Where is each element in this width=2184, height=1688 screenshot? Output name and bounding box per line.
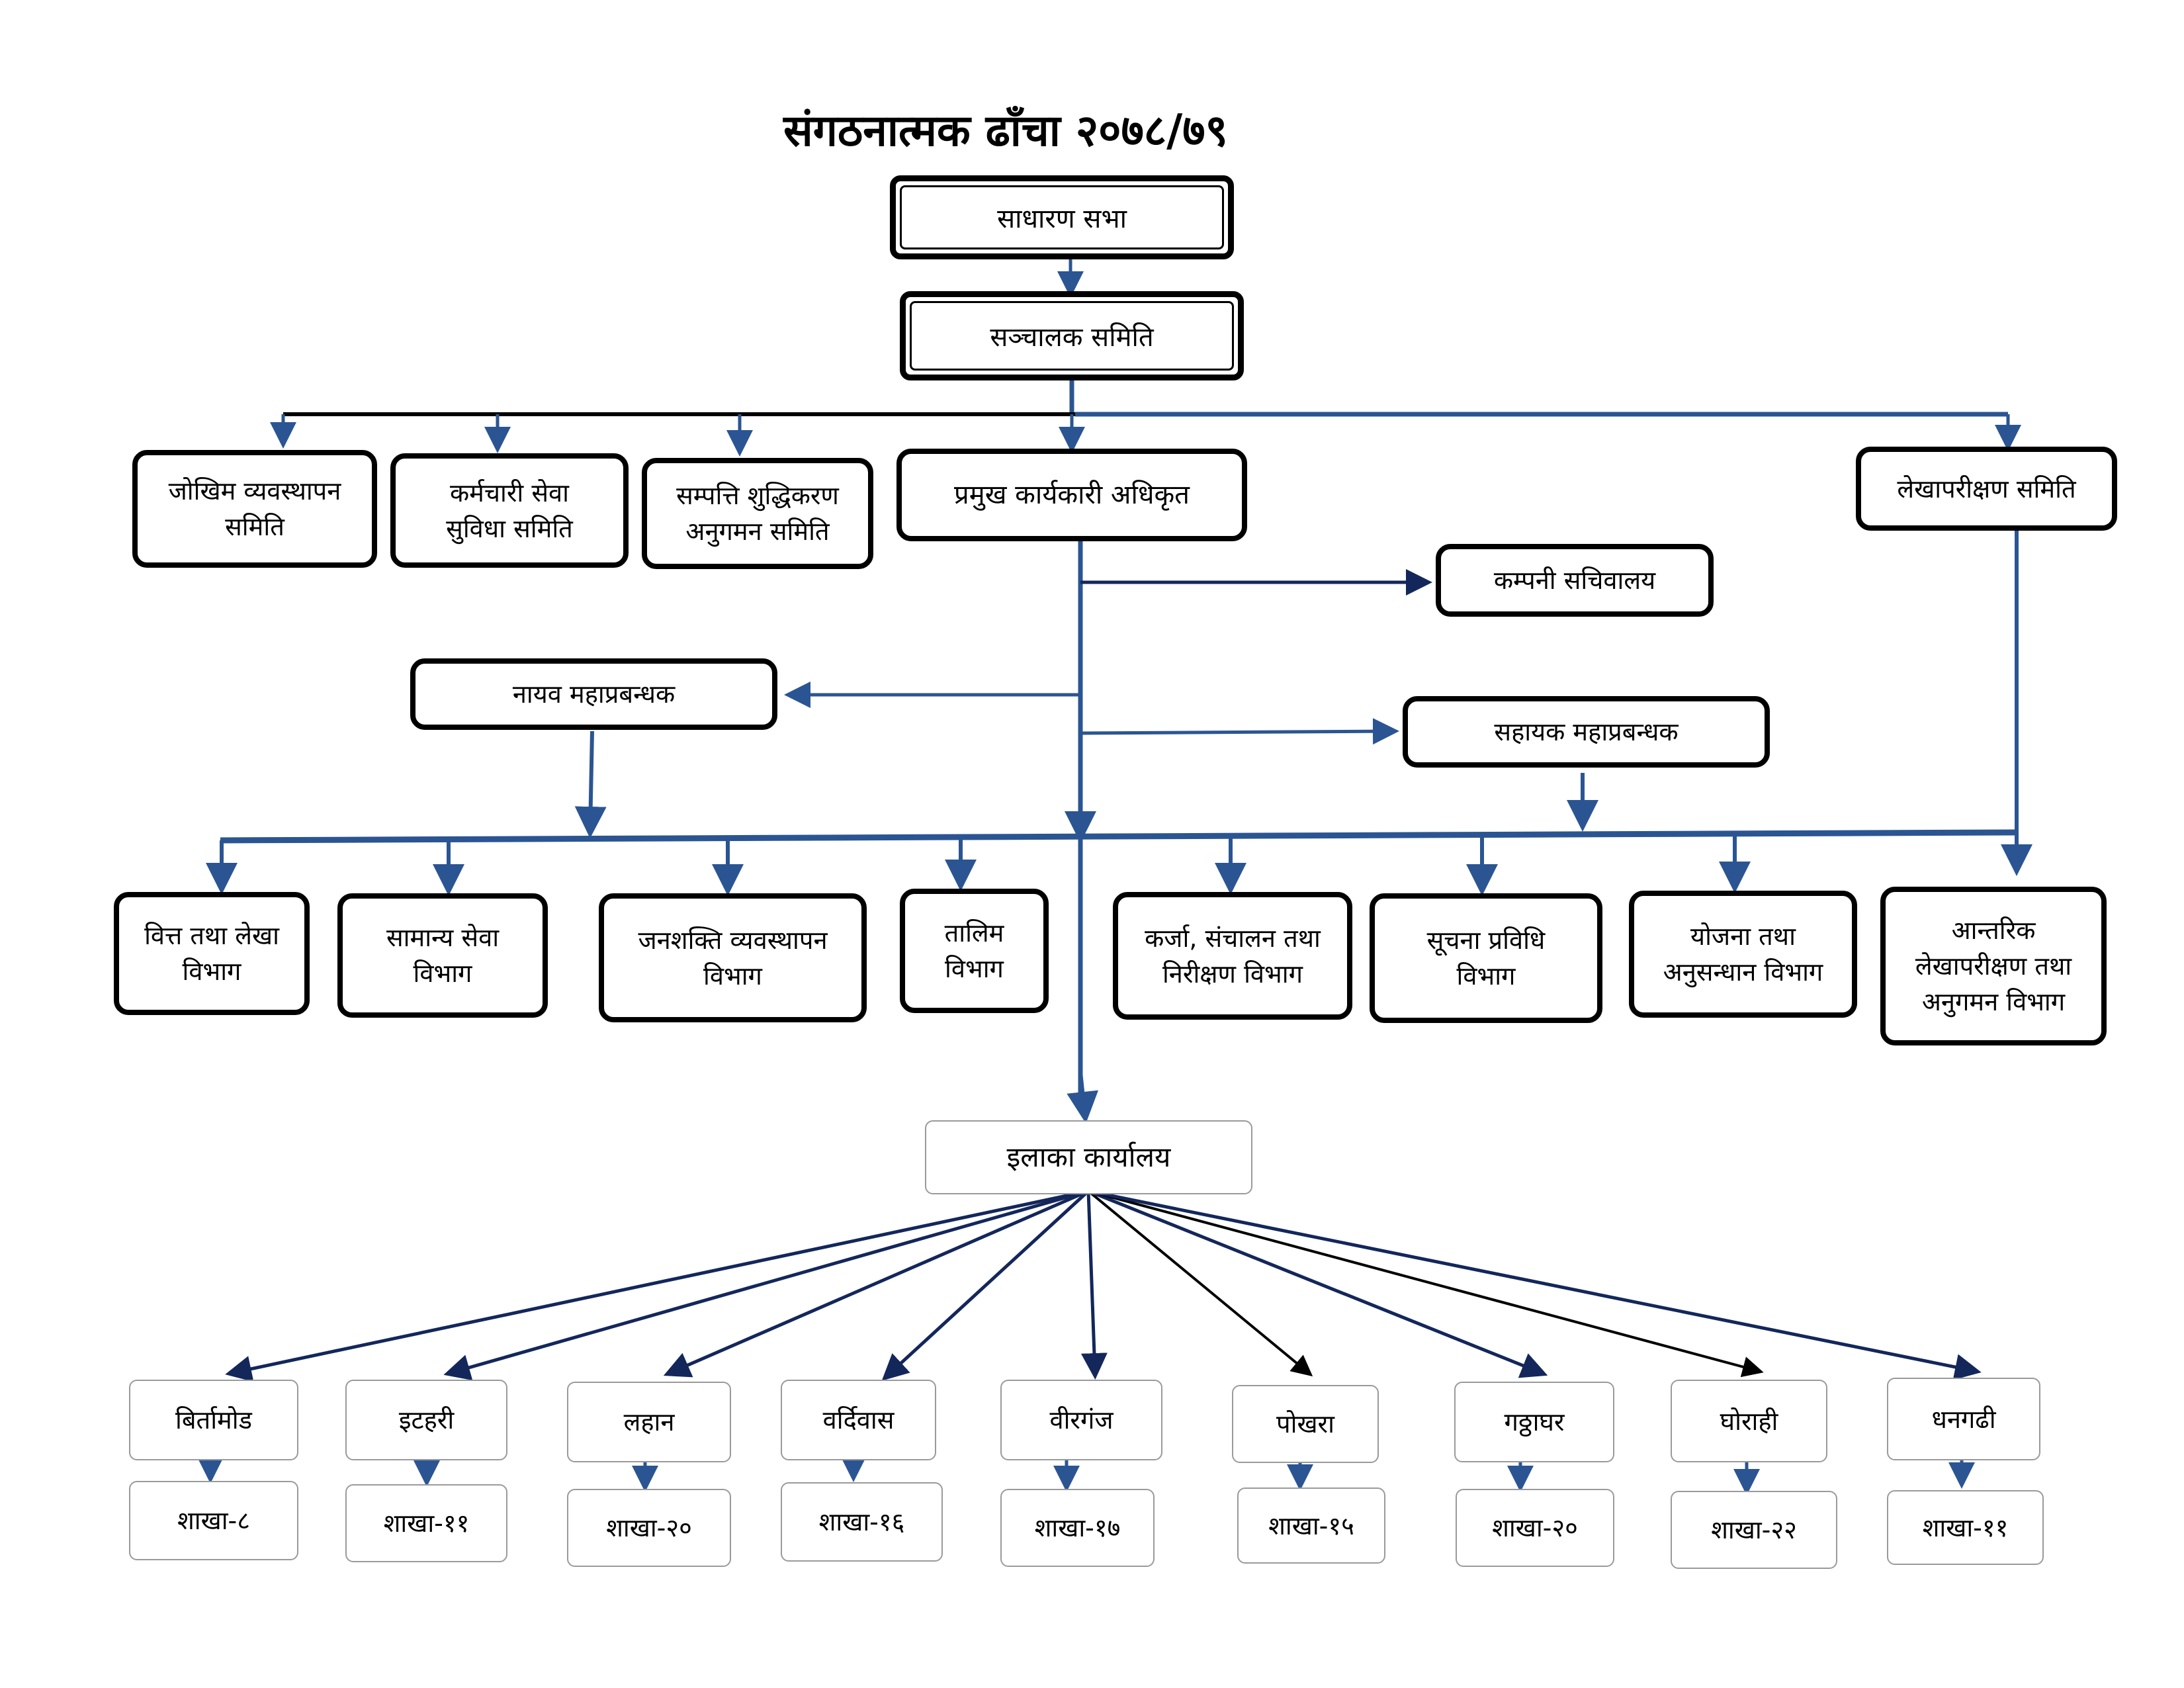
employee-committee-label: कर्मचारी सेवा सुविधा समिति (446, 478, 573, 543)
branch-count-box: शाखा-१७ (1000, 1489, 1155, 1567)
ceo-connectors (206, 531, 2032, 1124)
region-box: वीरगंज (1000, 1380, 1162, 1460)
department-label: योजना तथा अनुसन्धान विभाग (1663, 922, 1823, 987)
branch-count-box: शाखा-८ (129, 1481, 298, 1560)
region-name: वीरगंज (1049, 1405, 1114, 1435)
department-box: तालिम विभाग (900, 889, 1049, 1013)
department-box: कर्जा, संचालन तथा निरीक्षण विभाग (1113, 892, 1352, 1020)
region-box: धनगढी (1887, 1378, 2040, 1460)
branch-count-box: शाखा-२२ (1671, 1491, 1837, 1569)
department-label: तालिम विभाग (944, 918, 1004, 983)
region-box: घोराही (1671, 1380, 1827, 1462)
aml-committee-label: सम्पत्ति शुद्धिकरण अनुगमन समिति (676, 481, 839, 546)
board-label: सञ्चालक समिति (990, 322, 1154, 353)
risk-committee-label: जोखिम व्यवस्थापन समिति (168, 476, 341, 541)
branch-count-box: शाखा-११ (345, 1484, 507, 1562)
branch-count-box: शाखा-१६ (781, 1482, 943, 1562)
department-label: सूचना प्रविधि विभाग (1426, 926, 1546, 991)
department-box: सामान्य सेवा विभाग (337, 893, 548, 1018)
deputy-gm-box: नायव महाप्रबन्धक (410, 658, 777, 730)
company-secretariat-label: कम्पनी सचिवालय (1493, 566, 1656, 595)
risk-committee-box: जोखिम व्यवस्थापन समिति (132, 450, 377, 568)
branch-count: शाखा-२२ (1711, 1515, 1797, 1544)
department-box: जनशक्ति व्यवस्थापन विभाग (599, 893, 867, 1022)
employee-committee-box: कर्मचारी सेवा सुविधा समिति (390, 453, 629, 568)
department-box: आन्तरिक लेखापरीक्षण तथा अनुगमन विभाग (1880, 887, 2107, 1045)
region-box: वर्दिवास (781, 1380, 936, 1460)
department-label: जनशक्ति व्यवस्थापन विभाग (638, 925, 828, 991)
board-box: सञ्चालक समिति (900, 291, 1244, 380)
region-name: लहान (623, 1407, 675, 1437)
branch-count: शाखा-११ (1922, 1513, 2009, 1542)
branch-count: शाखा-१५ (1268, 1511, 1354, 1540)
general-assembly-label: साधारण सभा (997, 204, 1127, 234)
page-title: संगठनात्मक ढाँचा २०७८/७९ (783, 105, 1228, 156)
region-connectors (197, 1189, 1982, 1495)
deputy-gm-label: नायव महाप्रबन्धक (512, 680, 676, 709)
top-connectors (270, 259, 2021, 457)
branch-count: शाखा-२० (1492, 1513, 1578, 1542)
region-name: धनगढी (1931, 1404, 1996, 1434)
branch-count-box: शाखा-१५ (1237, 1488, 1385, 1564)
department-label: कर्जा, संचालन तथा निरीक्षण विभाग (1145, 923, 1321, 989)
region-name: इटहरी (398, 1405, 455, 1435)
ceo-box: प्रमुख कार्यकारी अधिकृत (896, 449, 1247, 541)
company-secretariat-box: कम्पनी सचिवालय (1436, 544, 1714, 617)
region-name: बिर्तामोड (175, 1405, 252, 1435)
department-label: वित्त तथा लेखा विभाग (144, 921, 279, 986)
audit-committee-box: लेखापरीक्षण समिति (1856, 447, 2117, 531)
region-name: घोराही (1720, 1406, 1778, 1436)
assistant-gm-label: सहायक महाप्रबन्धक (1494, 717, 1679, 746)
department-label: आन्तरिक लेखापरीक्षण तथा अनुगमन विभाग (1915, 916, 2072, 1016)
branch-count: शाखा-११ (383, 1509, 470, 1538)
assistant-gm-box: सहायक महाप्रबन्धक (1403, 696, 1770, 768)
region-name: पोखरा (1276, 1409, 1334, 1439)
branch-count-box: शाखा-२० (567, 1489, 731, 1567)
regional-office-label: इलाका कार्यालय (1006, 1141, 1171, 1173)
department-label: सामान्य सेवा विभाग (386, 923, 500, 988)
branch-count: शाखा-८ (177, 1506, 251, 1535)
branch-count-box: शाखा-२० (1456, 1489, 1614, 1567)
aml-committee-box: सम्पत्ति शुद्धिकरण अनुगमन समिति (642, 458, 873, 569)
region-box: गठ्ठाघर (1454, 1382, 1614, 1462)
audit-committee-label: लेखापरीक्षण समिति (1897, 474, 2076, 504)
region-box: इटहरी (345, 1380, 507, 1460)
department-bus (220, 829, 2017, 844)
department-box: वित्त तथा लेखा विभाग (114, 892, 310, 1015)
region-box: बिर्तामोड (129, 1380, 298, 1460)
ceo-label: प्रमुख कार्यकारी अधिकृत (954, 480, 1190, 510)
department-box: सूचना प्रविधि विभाग (1370, 893, 1602, 1023)
region-name: गठ्ठाघर (1504, 1407, 1565, 1437)
regional-office-box: इलाका कार्यालय (925, 1120, 1252, 1194)
region-box: पोखरा (1232, 1385, 1379, 1463)
branch-count: शाखा-२० (606, 1513, 692, 1542)
branch-count: शाखा-१६ (818, 1507, 905, 1536)
branch-count: शाखा-१७ (1034, 1513, 1121, 1542)
region-name: वर्दिवास (822, 1405, 895, 1435)
branch-count-box: शाखा-११ (1887, 1490, 2044, 1565)
region-box: लहान (567, 1382, 731, 1462)
department-box: योजना तथा अनुसन्धान विभाग (1629, 891, 1857, 1018)
general-assembly-box: साधारण सभा (890, 175, 1234, 259)
